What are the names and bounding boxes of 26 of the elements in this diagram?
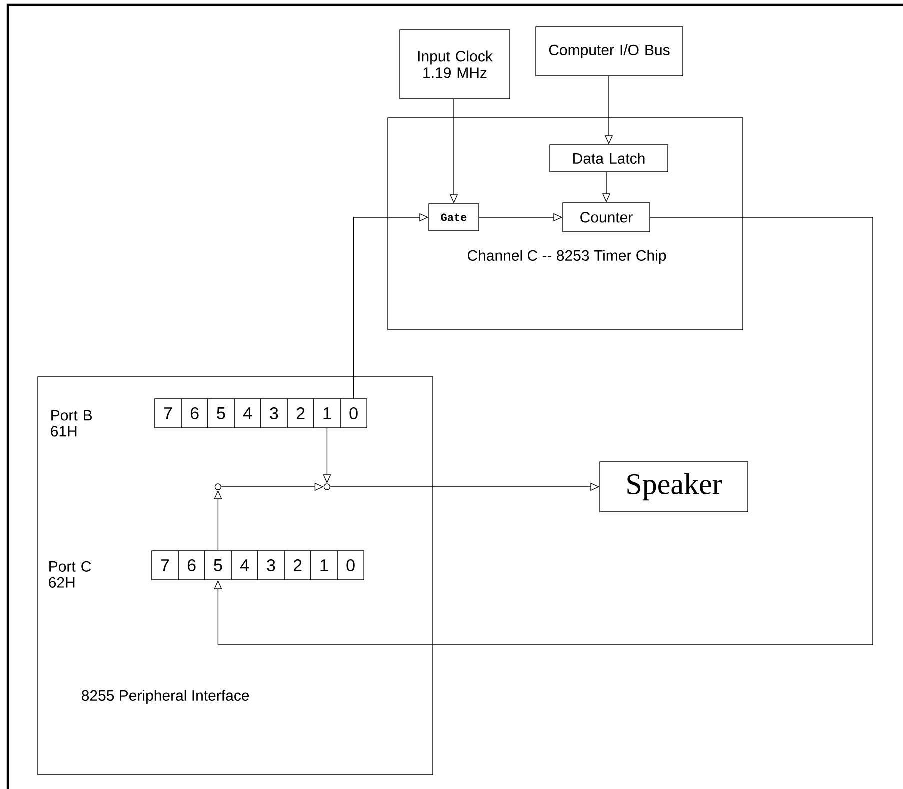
bit-cell: 0 <box>340 398 368 428</box>
bit-cell: 1 <box>310 550 338 580</box>
bus-box: Computer I/O Bus <box>536 26 684 76</box>
counter-box: Counter <box>562 202 650 232</box>
bit-cell: 6 <box>178 550 206 580</box>
bit-cell: 2 <box>284 550 312 580</box>
bit-cell: 2 <box>287 398 314 428</box>
bit-cell: 3 <box>260 398 288 428</box>
speaker-box: Speaker <box>600 462 748 512</box>
port-label: Port B 61H <box>51 410 92 437</box>
latch-box: Data Latch <box>550 144 668 172</box>
bit-cell: 4 <box>231 550 258 580</box>
bit-cell: 7 <box>152 550 179 580</box>
bit-cell: 5 <box>204 550 232 580</box>
bit-cell: 6 <box>181 398 208 428</box>
bit-cell: 4 <box>234 398 262 428</box>
gate-box: Gate <box>428 204 480 232</box>
bit-cell: 7 <box>154 398 182 428</box>
bit-cell: 1 <box>314 398 341 428</box>
arrow <box>214 217 874 646</box>
bit-cell: 3 <box>258 550 285 580</box>
bit-cell: 5 <box>208 398 235 428</box>
inverter-bubble <box>214 484 222 490</box>
clock-box: Input Clock 1.19 MHz <box>400 30 510 100</box>
port-label: Port C 62H <box>49 561 92 588</box>
bit-cell: 0 <box>337 550 364 580</box>
